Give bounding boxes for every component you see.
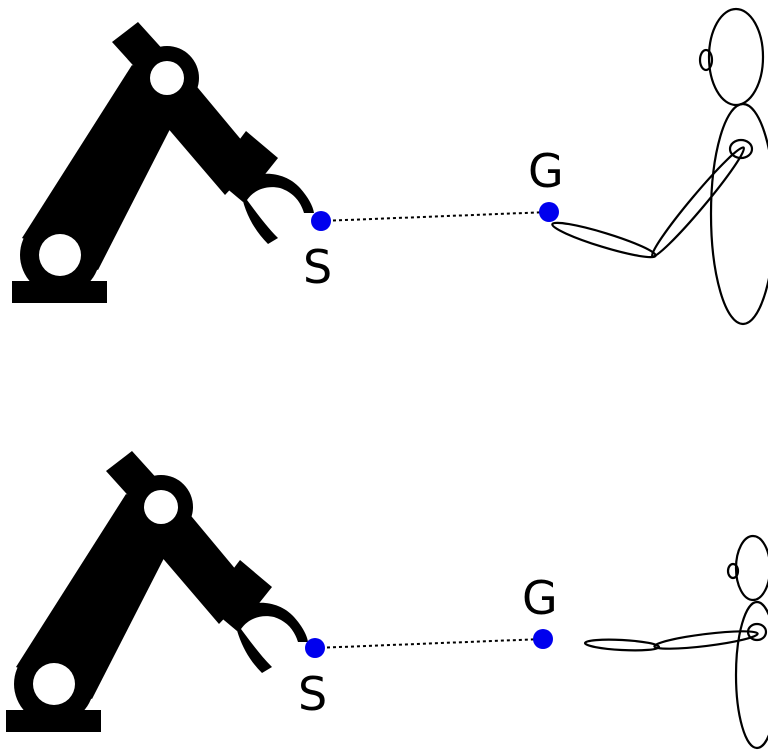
human-head [734, 534, 768, 602]
robot-lower-arm [22, 65, 190, 270]
human-top [551, 7, 768, 326]
robot-wrist [206, 560, 272, 631]
start-point-bottom [305, 638, 325, 658]
goal-point-top [539, 202, 559, 222]
robot-base-joint-hole [33, 663, 75, 705]
robot-gripper [240, 173, 314, 244]
human-upper-arm [653, 630, 759, 650]
robot-gripper [234, 602, 308, 673]
goal-point-bottom [533, 629, 553, 649]
start-point-top [311, 211, 331, 231]
human-upper-arm [650, 146, 746, 258]
robot-base-joint-hole [39, 234, 81, 276]
robot-arm-bottom [6, 451, 308, 732]
human-torso [734, 600, 768, 750]
robot-wrist [212, 131, 278, 202]
human-forearm [551, 221, 657, 259]
robot-lower-arm [16, 494, 184, 699]
robot-elbow-joint-hole [144, 490, 178, 524]
human-torso [709, 102, 768, 326]
start-label-top: S [303, 240, 332, 294]
robot-elbow-joint-hole [150, 61, 184, 95]
start-label-bottom: S [298, 667, 327, 721]
human-bottom [583, 534, 768, 750]
goal-label-bottom: G [522, 571, 558, 625]
human-forearm [583, 638, 661, 652]
human-ear [726, 562, 740, 580]
goal-label-top: G [528, 144, 564, 198]
human-head [707, 7, 765, 107]
trajectory-line-top [320, 211, 550, 222]
trajectory-line-bottom [314, 638, 544, 649]
human-ear [698, 48, 714, 72]
human-shoulder [728, 138, 754, 160]
scene-bottom: S G [6, 451, 768, 750]
scene-top: S G [12, 7, 768, 326]
robot-arm-top [12, 22, 314, 303]
